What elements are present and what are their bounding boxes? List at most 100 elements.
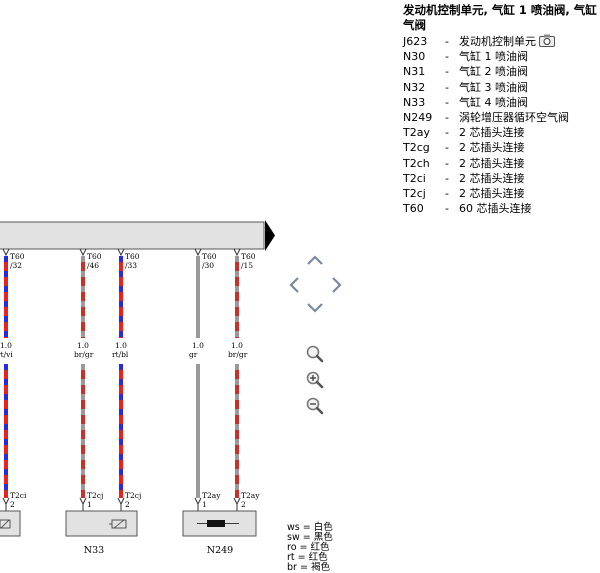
color-key-item: br = 褐色 [287, 563, 333, 573]
legend-item-code: N249 [403, 111, 433, 125]
color-key-item: sw = 黑色 [287, 533, 333, 543]
end-pin-label: 1 [202, 500, 207, 509]
connector-pin-symbol [194, 497, 202, 506]
wire-size-label: 1.0 [77, 341, 89, 350]
pan-right-button[interactable] [329, 275, 345, 295]
pan-down-button[interactable] [305, 300, 325, 316]
connector-pin-symbol [79, 497, 87, 506]
color-key-name: 黑色 [313, 532, 333, 543]
color-key-equals: = [299, 542, 308, 553]
color-key-code: sw [287, 532, 300, 543]
legend-item-separator: - [445, 80, 449, 94]
chevron-right-icon [332, 277, 342, 293]
legend-item: T60-60 芯插头连接 [403, 201, 600, 216]
legend-item-description: 发动机控制单元 [459, 35, 536, 48]
legend-item-description: 2 芯插头连接 [459, 156, 525, 170]
pan-up-button[interactable] [305, 252, 325, 268]
legend-item-separator: - [445, 202, 449, 216]
legend-item-separator: - [445, 65, 449, 79]
end-pin-label: 2 [10, 500, 15, 509]
legend-item-code: N31 [403, 65, 426, 79]
color-key-code: ws [287, 522, 300, 533]
magnifier-icon [306, 345, 324, 363]
color-key-item: ro = 红色 [287, 543, 333, 553]
end-connector-label: T2cj [125, 491, 141, 500]
color-key-item: rt = 红色 [287, 553, 333, 563]
zoom-reset-button[interactable] [305, 344, 325, 364]
end-pin-label: 2 [241, 500, 246, 509]
legend-item: N32 -气缸 3 喷油阀 [403, 80, 600, 95]
color-key-code: br [287, 562, 297, 573]
legend-item: T2ay-2 芯插头连接 [403, 125, 600, 140]
color-key-code: rt [287, 552, 295, 563]
legend-item-description: 气缸 3 喷油阀 [459, 80, 528, 94]
pan-left-button[interactable] [286, 275, 302, 295]
legend-item-code: N32 [403, 80, 426, 94]
connector-pin-symbol [2, 497, 10, 506]
end-pin-label: 2 [125, 500, 130, 509]
color-key-equals: = [299, 562, 308, 573]
wire-size-label: 1.0 [0, 341, 12, 350]
color-key-equals: = [302, 532, 311, 543]
chevron-left-icon [289, 277, 299, 293]
pin-connector-label: T60 [87, 252, 102, 261]
wire-size-label: 1.0 [192, 341, 204, 350]
legend-item-separator: - [445, 111, 449, 125]
component-n33-box [65, 510, 138, 537]
wire-color-label: gr [189, 350, 198, 359]
legend-item-description: 2 芯插头连接 [459, 171, 525, 185]
pin-number-label: /32 [10, 261, 22, 270]
legend-item-separator: - [445, 141, 449, 155]
wire-size-label: 1.0 [231, 341, 243, 350]
color-key-code: ro [287, 542, 297, 553]
control-unit-continuation-arrow [265, 220, 275, 251]
pin-connector-label: T60 [202, 252, 217, 261]
legend-item-code: T2ay [403, 126, 430, 140]
legend-item-description: 气缸 1 喷油阀 [459, 50, 528, 64]
pin-number-label: /30 [202, 261, 214, 270]
end-connector-label: T2ay [241, 491, 260, 500]
legend-item-code: J623 [403, 35, 428, 48]
color-key-name: 褐色 [310, 562, 330, 573]
valve-coil-icon [207, 520, 225, 527]
legend-item-separator: - [445, 35, 449, 48]
control-unit-bar [0, 221, 265, 250]
pin-number-label: /46 [87, 261, 99, 270]
end-connector-label: T2cj [87, 491, 103, 500]
chevron-up-icon [307, 255, 323, 265]
camera-icon[interactable] [539, 34, 555, 47]
legend-item-code: N30 [403, 50, 426, 64]
wire-color-label: rt/bl [112, 350, 129, 359]
legend-item-description: 60 芯插头连接 [459, 202, 532, 216]
legend-item-description: 2 芯插头连接 [459, 141, 525, 155]
legend-item-separator: - [445, 126, 449, 140]
component-n33-label: N33 [84, 545, 104, 556]
connector-pin-symbol [233, 497, 241, 506]
legend-item-code: T2cj [403, 187, 426, 201]
legend-item-description: 2 芯插头连接 [459, 187, 525, 201]
color-key-name: 白色 [313, 522, 333, 533]
legend-item: N31 -气缸 2 喷油阀 [403, 64, 600, 79]
legend-item-separator: - [445, 50, 449, 64]
zoom-in-button[interactable] [305, 370, 325, 390]
legend-item-code: N33 [403, 95, 426, 109]
legend-item-description: 气缸 2 喷油阀 [459, 65, 528, 79]
color-key-item: ws = 白色 [287, 523, 333, 533]
zoom-out-button[interactable] [305, 396, 325, 416]
injector-symbol-icon-partial [0, 519, 11, 529]
legend-title: 发动机控制单元, 气缸 1 喷油阀, 气缸 2 [403, 3, 600, 17]
legend-item-separator: - [445, 95, 449, 109]
legend-item-description: 气缸 4 喷油阀 [459, 95, 528, 109]
legend-item-code: T2cg [403, 141, 430, 155]
legend-item-code: T2ci [403, 171, 426, 185]
component-n249-label: N249 [207, 545, 233, 556]
pin-number-label: /15 [241, 261, 253, 270]
pin-symbol [79, 248, 87, 257]
pin-connector-label: T60 [10, 252, 25, 261]
end-connector-label: T2ci [10, 491, 27, 500]
wire-size-label: 1.0 [115, 341, 127, 350]
pin-symbol [117, 248, 125, 257]
